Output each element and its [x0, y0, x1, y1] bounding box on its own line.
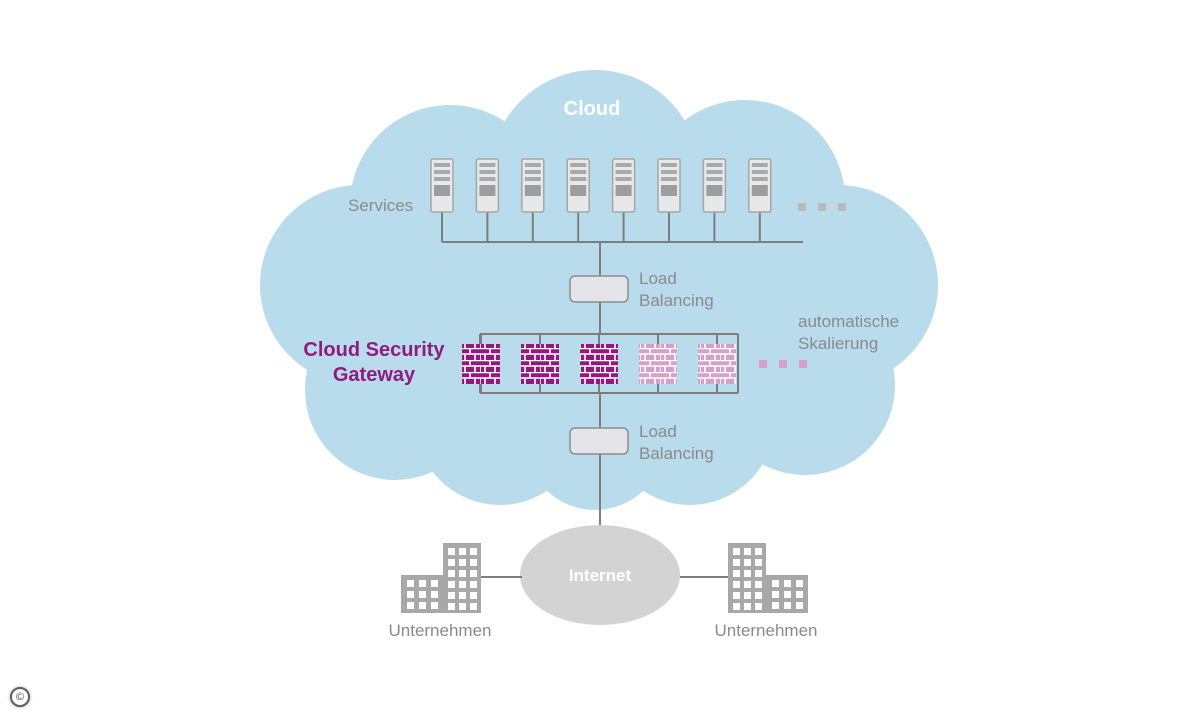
cloud-title: Cloud — [564, 98, 621, 120]
company-building-left-icon — [401, 543, 481, 613]
internet-ellipse — [520, 525, 680, 625]
gateway-firewall-group — [462, 333, 739, 394]
server-icon — [475, 158, 500, 242]
scaling-label-line1: automatische — [798, 312, 899, 331]
company-right-label: Unternehmen — [714, 621, 817, 640]
server-icon — [566, 158, 590, 242]
scaling-more-dots — [759, 360, 807, 368]
load-balancer-bottom-box — [569, 427, 629, 455]
server-icon — [430, 158, 454, 242]
company-building-right-icon — [728, 543, 808, 613]
load-balancer-bottom-label-line1: Load — [639, 422, 677, 441]
services-server-row — [430, 158, 772, 242]
server-icon — [748, 158, 772, 242]
firewall-active-icon — [521, 334, 559, 393]
load-balancer-top-label-line2: Balancing — [639, 291, 714, 310]
server-icon — [702, 158, 727, 242]
internet-label: Internet — [569, 566, 632, 585]
copyright-icon: © — [10, 687, 30, 707]
firewall-active-icon — [462, 334, 500, 393]
gateway-frame — [479, 333, 739, 394]
services-label: Services — [348, 196, 413, 215]
server-icon — [657, 158, 681, 242]
firewall-active-icon — [580, 334, 618, 393]
server-icon — [611, 158, 636, 242]
load-balancer-bottom-label-line2: Balancing — [639, 444, 714, 463]
load-balancer-top-box — [569, 275, 629, 303]
gateway-label-line1: Cloud Security — [303, 339, 445, 361]
firewall-scaled-icon — [639, 334, 677, 393]
server-icon — [521, 158, 545, 242]
scaling-label-line2: Skalierung — [798, 334, 878, 353]
services-more-dots — [798, 203, 846, 211]
firewall-scaled-icon — [698, 334, 736, 393]
load-balancer-top-label-line1: Load — [639, 269, 677, 288]
firewall-row — [462, 334, 736, 393]
company-left-label: Unternehmen — [388, 621, 491, 640]
gateway-label-line2: Gateway — [333, 364, 416, 386]
